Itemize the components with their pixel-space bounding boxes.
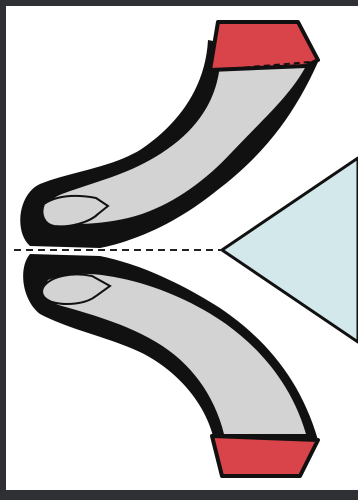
lower-cuff: [210, 434, 320, 478]
wedge: [220, 156, 358, 344]
upper-arm: [44, 64, 306, 224]
lower-cuff-seam: [213, 435, 317, 441]
upper-hand: [41, 195, 110, 228]
upper-cuff: [208, 20, 320, 72]
upper-cuff-seam: [213, 61, 311, 71]
lower-arm: [45, 273, 306, 434]
lower-hand: [41, 273, 112, 305]
